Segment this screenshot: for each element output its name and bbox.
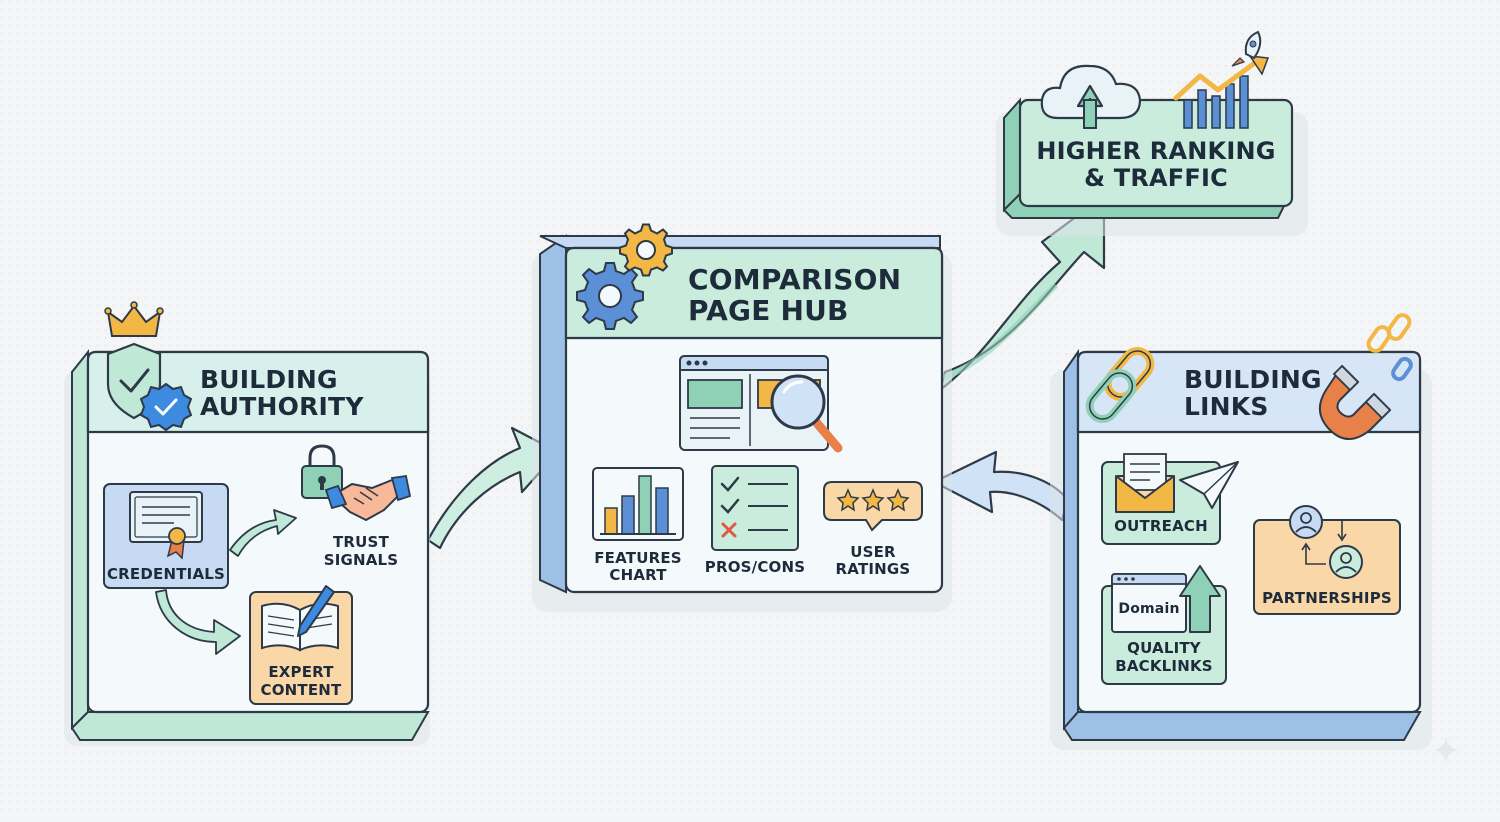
partnerships-label: PARTNERSHIPS bbox=[1262, 589, 1392, 607]
links-title-line2: LINKS bbox=[1184, 392, 1269, 421]
arrow-credentials-to-expert bbox=[155, 589, 241, 655]
certificate-icon bbox=[129, 491, 203, 560]
expert-content-card bbox=[249, 585, 353, 705]
checklist-icon bbox=[720, 476, 788, 538]
panel-building-links bbox=[1050, 313, 1432, 750]
trust-signals-label-line1: TRUST bbox=[333, 533, 389, 551]
hub-title-line2: PAGE HUB bbox=[688, 294, 849, 327]
features-chart-card bbox=[592, 467, 684, 541]
gears-icon bbox=[576, 223, 673, 330]
panel-higher-ranking bbox=[996, 30, 1308, 236]
authority-title-line1: BUILDING bbox=[200, 365, 338, 394]
rocket-growth-icon bbox=[1173, 30, 1270, 129]
features-chart-label-line1: FEATURES bbox=[594, 549, 682, 567]
sparkle-icon bbox=[1434, 738, 1458, 762]
outreach-label: OUTREACH bbox=[1114, 517, 1208, 535]
authority-title-line2: AUTHORITY bbox=[200, 392, 364, 421]
panel-comparison-hub bbox=[532, 223, 952, 612]
pros-cons-label: PROS/CONS bbox=[704, 558, 806, 576]
open-book-pen-icon bbox=[261, 585, 339, 652]
features-chart-label-line2: CHART bbox=[609, 566, 667, 584]
bar-chart-icon bbox=[600, 475, 676, 535]
links-title-line1: BUILDING bbox=[1184, 365, 1322, 394]
handshake-lock-icon bbox=[301, 444, 412, 521]
credentials-card bbox=[103, 483, 229, 589]
hub-title-line1: COMPARISON bbox=[688, 263, 902, 296]
user-ratings-label-line1: USER bbox=[850, 543, 896, 561]
partnerships-card bbox=[1253, 505, 1401, 615]
outreach-card bbox=[1101, 453, 1239, 545]
domain-arrow-icon bbox=[1111, 565, 1221, 633]
envelope-plane-icon bbox=[1115, 453, 1239, 513]
trust-signals-label-line2: SIGNALS bbox=[323, 551, 399, 569]
user-ratings-label-line2: RATINGS bbox=[835, 560, 911, 578]
users-exchange-icon bbox=[1289, 505, 1363, 579]
arrow-credentials-to-trust bbox=[229, 509, 297, 557]
expert-content-label-line1: EXPERT bbox=[268, 663, 334, 681]
stars-icon bbox=[823, 481, 923, 532]
verified-badge-icon bbox=[139, 382, 193, 432]
goal-title-line2: & TRAFFIC bbox=[1084, 164, 1228, 192]
browser-magnifier-icon bbox=[679, 355, 843, 453]
quality-backlinks-card bbox=[1101, 565, 1227, 685]
pros-cons-card bbox=[711, 465, 799, 551]
credentials-label: CREDENTIALS bbox=[106, 565, 226, 583]
magnet-icon bbox=[1319, 313, 1413, 440]
chain-link-icon bbox=[1085, 347, 1155, 423]
quality-backlinks-label-line1: QUALITY bbox=[1127, 639, 1201, 657]
goal-title-line1: HIGHER RANKING bbox=[1036, 137, 1276, 165]
crown-icon bbox=[104, 301, 164, 337]
panel-building-authority bbox=[64, 301, 430, 746]
domain-badge: Domain bbox=[1118, 601, 1180, 617]
expert-content-label-line2: CONTENT bbox=[260, 681, 342, 699]
cloud-upload-icon bbox=[1040, 64, 1142, 129]
quality-backlinks-label-line2: BACKLINKS bbox=[1115, 657, 1213, 675]
